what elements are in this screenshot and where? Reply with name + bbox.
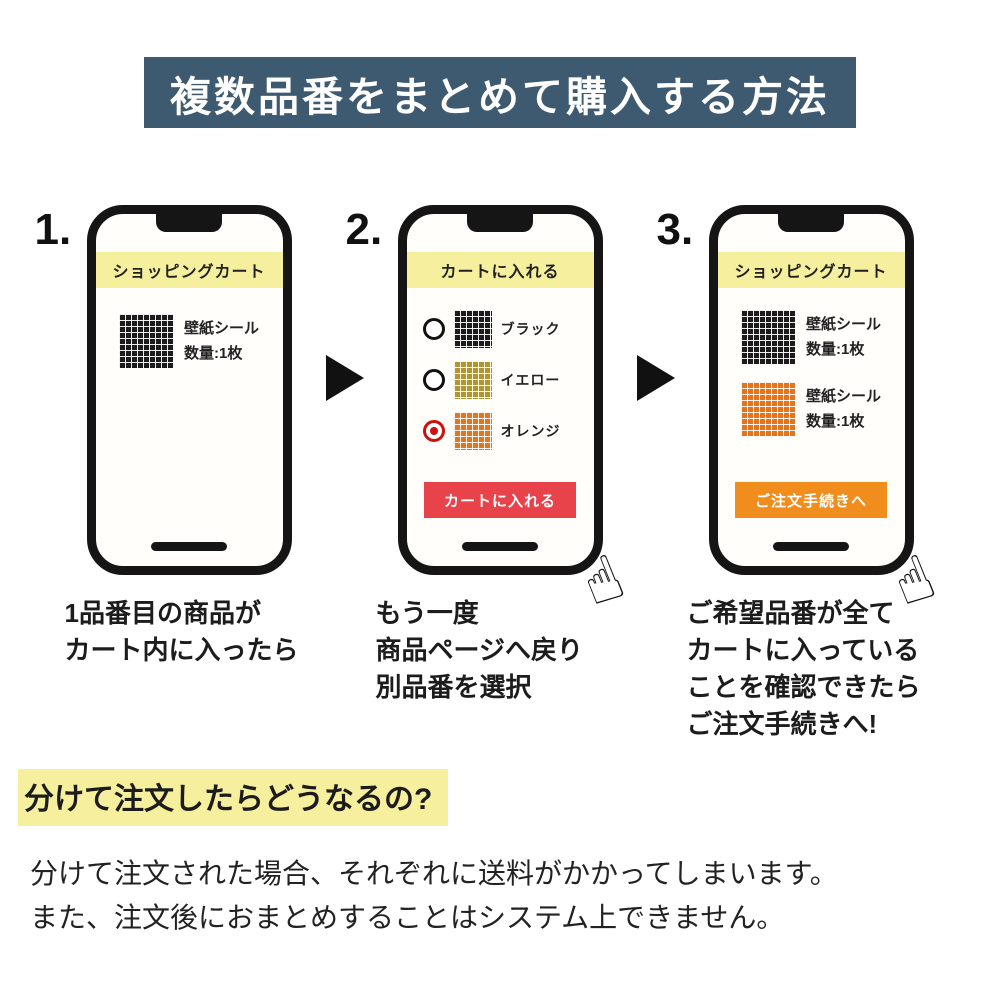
step-3: 3. ショッピングカート 壁紙シール 数量:1枚 壁紙シール 数量:1枚 bbox=[657, 205, 945, 743]
arrow-right-icon bbox=[325, 355, 364, 401]
radio-selected[interactable] bbox=[422, 420, 445, 442]
step-1-caption: 1品番目の商品が カート内に入ったら bbox=[64, 598, 299, 665]
option-swatch-black bbox=[453, 310, 492, 348]
product-name: 壁紙シール bbox=[805, 387, 881, 405]
product-qty: 数量:1枚 bbox=[805, 413, 865, 430]
radio-unselected[interactable] bbox=[422, 369, 445, 391]
phone-notch bbox=[156, 214, 222, 232]
option-swatch-yellow bbox=[453, 361, 492, 399]
step-1-number: 1. bbox=[34, 205, 72, 254]
product-qty: 数量:1枚 bbox=[805, 341, 865, 358]
step-2-caption: もう一度 商品ページへ戻り 別品番を選択 bbox=[375, 598, 583, 702]
step-1: 1. ショッピングカート 壁紙シール 数量:1枚 1品番目の商品が カート内に入… bbox=[35, 205, 299, 669]
add-to-cart-button[interactable]: カートに入れる bbox=[424, 482, 576, 518]
product-qty: 数量:1枚 bbox=[183, 345, 243, 362]
option-yellow[interactable]: イエロー bbox=[422, 361, 594, 399]
cart-item: 壁紙シール 数量:1枚 bbox=[96, 314, 283, 368]
phone-home-bar bbox=[151, 542, 227, 551]
step-2-number: 2. bbox=[345, 205, 383, 254]
phone-mockup-3: ショッピングカート 壁紙シール 数量:1枚 壁紙シール 数量:1枚 ご注文手続き… bbox=[708, 205, 945, 621]
question-heading: 分けて注文したらどうなるの? bbox=[18, 768, 449, 826]
phone-home-bar bbox=[462, 542, 538, 551]
cart-item-text: 壁紙シール 数量:1枚 bbox=[806, 384, 881, 435]
title-banner: 複数品番をまとめて購入する方法 bbox=[144, 57, 856, 128]
steps-row: 1. ショッピングカート 壁紙シール 数量:1枚 1品番目の商品が カート内に入… bbox=[0, 205, 1000, 743]
cart-item-text: 壁紙シール 数量:1枚 bbox=[806, 312, 881, 363]
option-label: オレンジ bbox=[500, 423, 561, 439]
screen-header-cart: ショッピングカート bbox=[717, 252, 905, 288]
option-label: ブラック bbox=[500, 321, 561, 337]
option-black[interactable]: ブラック bbox=[422, 310, 594, 348]
cart-item: 壁紙シール 数量:1枚 bbox=[718, 310, 905, 364]
screen-header-add-to-cart: カートに入れる bbox=[406, 252, 594, 288]
phone-home-bar bbox=[773, 542, 849, 551]
checkout-button[interactable]: ご注文手続きへ bbox=[735, 482, 887, 518]
product-name: 壁紙シール bbox=[183, 319, 259, 337]
footer-section: 分けて注文したらどうなるの? 分けて注文された場合、それぞれに送料がかかってしま… bbox=[18, 768, 1000, 940]
page-title: 複数品番をまとめて購入する方法 bbox=[170, 73, 830, 120]
phone-notch bbox=[778, 214, 844, 232]
radio-unselected[interactable] bbox=[422, 318, 445, 340]
option-orange[interactable]: オレンジ bbox=[422, 412, 594, 450]
cart-item-text: 壁紙シール 数量:1枚 bbox=[184, 316, 259, 367]
arrow-right-icon bbox=[636, 355, 675, 401]
product-swatch-black bbox=[118, 314, 173, 368]
phone-notch bbox=[467, 214, 533, 232]
step-2: 2. カートに入れる ブラック イエロー bbox=[346, 205, 634, 706]
phone-mockup-1: ショッピングカート 壁紙シール 数量:1枚 bbox=[86, 205, 292, 575]
option-label: イエロー bbox=[500, 372, 561, 388]
note-text: 分けて注文された場合、それぞれに送料がかかってしまいます。 また、注文後におまと… bbox=[30, 857, 838, 933]
product-swatch-orange bbox=[740, 382, 795, 436]
phone-mockup-2: カートに入れる ブラック イエロー オレンジ bbox=[397, 205, 634, 621]
step-3-caption: ご希望品番が全て カートに入っている ことを確認できたら ご注文手続きへ! bbox=[686, 598, 921, 739]
product-swatch-black bbox=[740, 310, 795, 364]
screen-header-cart: ショッピングカート bbox=[95, 252, 283, 288]
step-3-number: 3. bbox=[656, 205, 694, 254]
color-options-list: ブラック イエロー オレンジ bbox=[422, 310, 594, 450]
cart-item: 壁紙シール 数量:1枚 bbox=[718, 382, 905, 436]
radio-dot bbox=[429, 427, 438, 435]
product-name: 壁紙シール bbox=[805, 315, 881, 333]
option-swatch-orange bbox=[453, 412, 492, 450]
